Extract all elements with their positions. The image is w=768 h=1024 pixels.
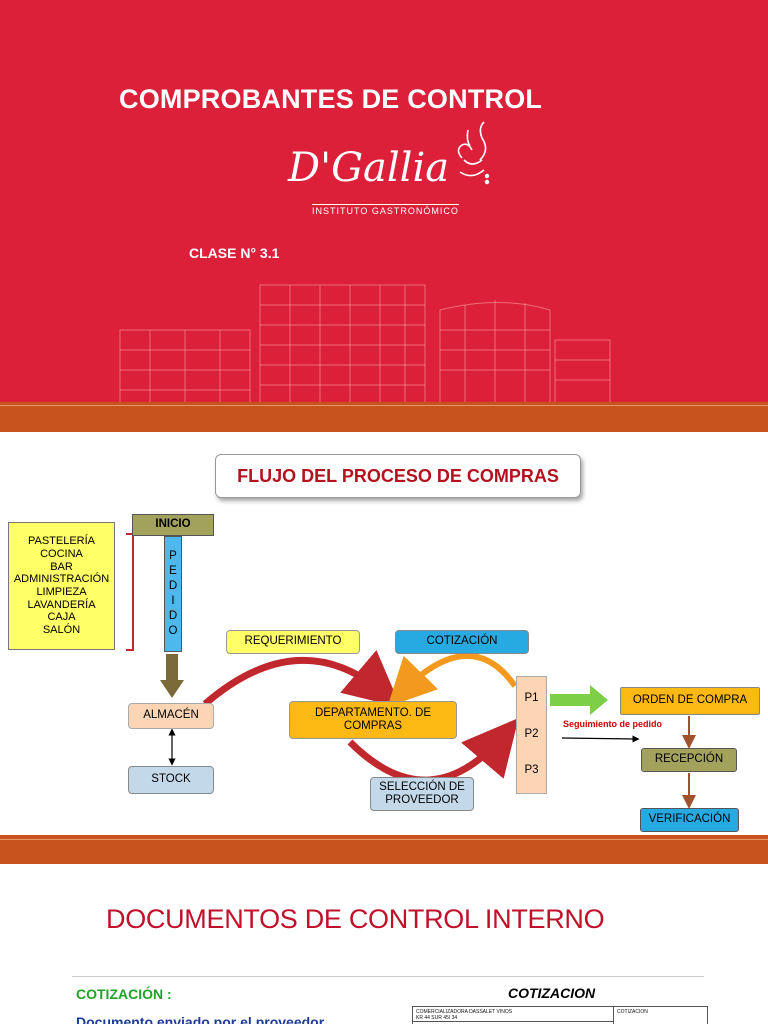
seguimiento-label: Seguimiento de pedido [563, 719, 663, 729]
requerimiento-box: REQUERIMIENTO [226, 630, 360, 654]
area-item: BAR [50, 560, 73, 573]
pedido-letter: I [171, 595, 175, 607]
cotizacion-description: Documento enviado por el proveedor [76, 1014, 325, 1024]
seleccion-proveedor-box: SELECCIÓN DE PROVEEDOR [370, 777, 474, 811]
proveedor-label: P2 [524, 728, 539, 741]
pedido-box: P E D I D O [164, 536, 182, 652]
flow-title: FLUJO DEL PROCESO DE COMPRAS [215, 454, 581, 498]
document-cell: COTIZACION [613, 1007, 651, 1024]
document-title: COTIZACION [508, 985, 596, 1001]
logo-subtitle: INSTITUTO GASTRONÓMICO [312, 204, 459, 216]
almacen-box: ALMACÉN [128, 703, 214, 729]
inicio-box: INICIO [132, 514, 214, 536]
area-item: LAVANDERÍA [27, 598, 96, 611]
area-item: SALÓN [42, 623, 81, 636]
orden-compra-box: ORDEN DE COMPRA [620, 687, 760, 715]
flow-slide: FLUJO DEL PROCESO DE COMPRAS PASTELERÍA [0, 432, 768, 864]
pedido-letter: O [168, 625, 178, 637]
slide-title: COMPROBANTES DE CONTROL [119, 84, 543, 114]
document-address: KR 44 SUR 45I 34 [416, 1015, 458, 1021]
area-item: LIMPIEZA [36, 586, 87, 598]
departamento-compras-box: DEPARTAMENTO. DE COMPRAS [289, 701, 457, 739]
band-divider [0, 405, 768, 406]
area-item: COCINA [40, 548, 83, 561]
proveedor-label: P3 [524, 764, 539, 777]
document-company: COMERCIALIZADORA DASSALET VINOS [416, 1009, 513, 1015]
area-item: ADMINISTRACIÓN [13, 573, 110, 586]
band-divider [0, 839, 768, 840]
proveedor-label: P1 [524, 692, 539, 705]
document-divider [413, 1021, 613, 1022]
stock-box: STOCK [128, 766, 214, 794]
title-slide: COMPROBANTES DE CONTROL D'Gallia INSTITU… [0, 0, 768, 432]
title-rule [72, 976, 704, 977]
pedido-letter: P [169, 550, 177, 562]
logo-wordmark: D'Gallia [288, 145, 450, 191]
pedido-letter: D [168, 610, 178, 622]
verificacion-box: VERIFICACIÓN [640, 808, 739, 832]
class-label: CLASE N° 3.1 [189, 245, 280, 261]
area-item: CAJA [47, 611, 76, 624]
chef-hat-icon [457, 121, 490, 185]
cotizacion-document: COMERCIALIZADORA DASSALET VINOS KR 44 SU… [412, 1006, 708, 1024]
cotizacion-box: COTIZACIÓN [395, 630, 529, 654]
cotizacion-heading: COTIZACIÓN : [76, 986, 172, 1002]
pedido-letter: E [169, 565, 177, 577]
building-outline-illustration [119, 284, 611, 405]
pedido-letter: D [168, 580, 178, 592]
areas-list: PASTELERÍA COCINA BAR ADMINISTRACIÓN LIM… [8, 522, 115, 650]
dgallia-logo: D'Gallia INSTITUTO GASTRONÓMICO [280, 120, 500, 220]
documents-title: DOCUMENTOS DE CONTROL INTERNO [106, 904, 605, 934]
documents-slide: DOCUMENTOS DE CONTROL INTERNO COTIZACIÓN… [0, 864, 768, 1024]
bottom-band [0, 402, 768, 432]
recepcion-box: RECEPCIÓN [641, 748, 737, 772]
proveedores-column: P1 P2 P3 [516, 676, 547, 794]
area-item: PASTELERÍA [27, 535, 96, 548]
